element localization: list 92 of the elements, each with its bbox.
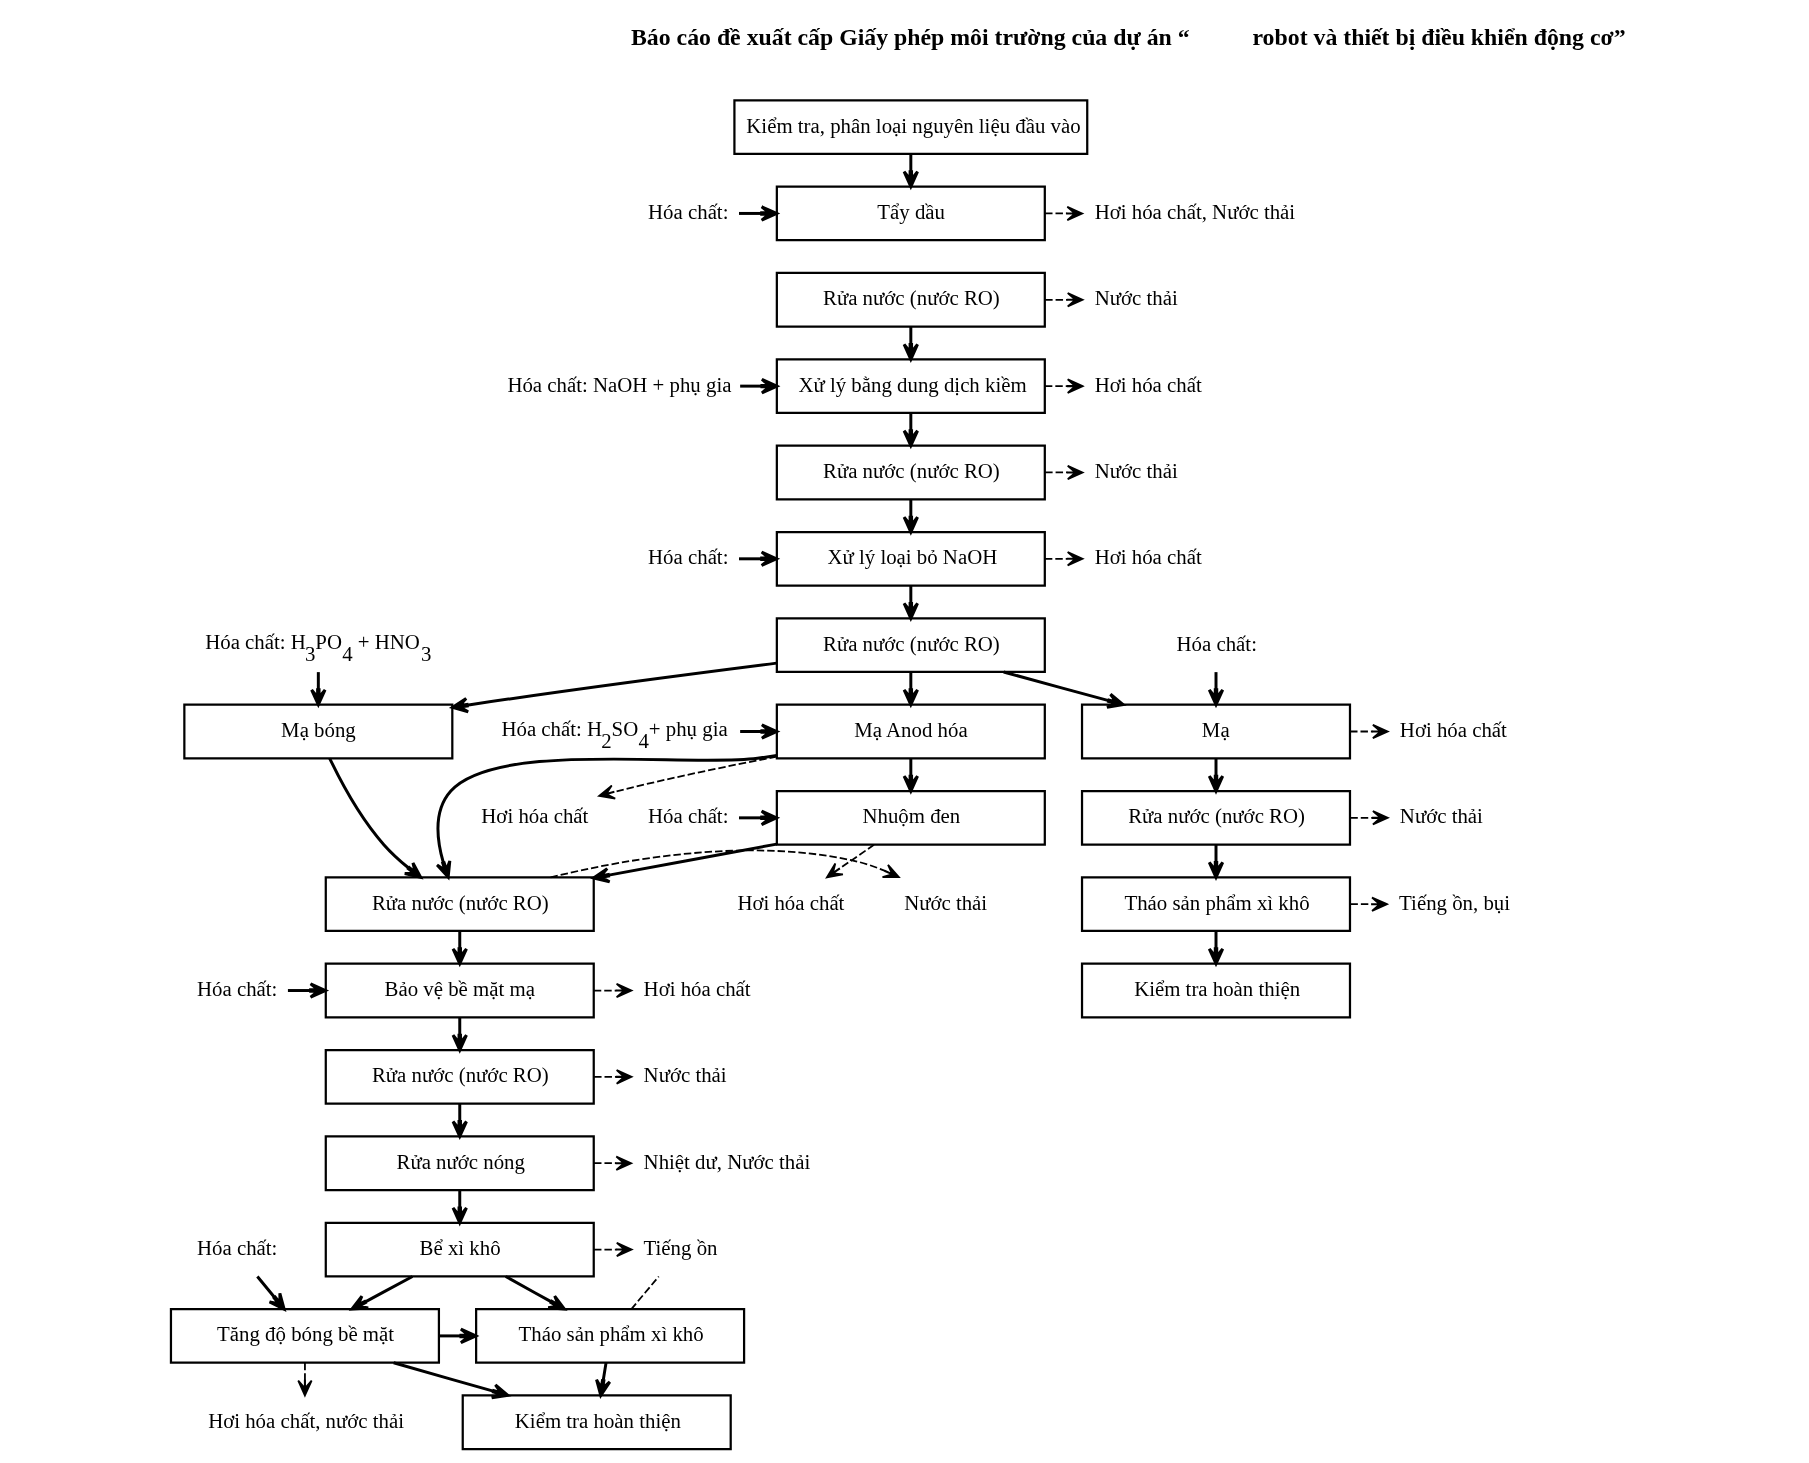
node-text: Hơi hóa chất bbox=[643, 977, 751, 1002]
node-text: Hơi hóa chất bbox=[737, 890, 845, 915]
label: robot và thiết bị điều khiển động cơ” bbox=[1252, 23, 1626, 50]
node-box: Nhuộm đen bbox=[775, 789, 1046, 846]
arrow bbox=[435, 754, 777, 879]
arrow bbox=[393, 1361, 510, 1400]
node-box: Bảo vệ bề mặt mạ bbox=[324, 962, 595, 1019]
node-text: Hơi hóa chất bbox=[481, 804, 589, 829]
node-box: Kiểm tra hoàn thiện bbox=[461, 1394, 732, 1451]
arrow bbox=[504, 1275, 566, 1311]
arrow bbox=[739, 550, 779, 567]
node-box: Tháo sản phẩm xì khô bbox=[1080, 876, 1352, 933]
node-text: Hơi hóa chất, nước thải bbox=[208, 1408, 405, 1433]
node-box: Tẩy dầu bbox=[775, 185, 1046, 242]
node-text: Tiếng ồn, bụi bbox=[1399, 890, 1511, 915]
arrow bbox=[451, 1017, 468, 1052]
node-box: Tăng độ bóng bề mặt bbox=[169, 1308, 441, 1364]
arrow bbox=[1044, 551, 1084, 567]
arrow bbox=[350, 1275, 414, 1311]
arrow bbox=[902, 326, 919, 361]
node-box: Mạ Anod hóa bbox=[775, 703, 1046, 760]
arrow bbox=[595, 1362, 612, 1397]
node-text: Hóa chất: bbox=[648, 804, 729, 829]
node-text: Hóa chất: bbox=[197, 977, 278, 1002]
arrow bbox=[549, 849, 900, 879]
arrow bbox=[1044, 205, 1084, 222]
arrow bbox=[902, 585, 919, 620]
arrow bbox=[1044, 378, 1084, 394]
arrow bbox=[902, 154, 919, 189]
node-box: Rửa nước (nước RO) bbox=[775, 617, 1046, 674]
node-box: Mạ bóng bbox=[183, 703, 454, 760]
arrow bbox=[592, 842, 777, 884]
node-box: Tháo sản phẩm xì khô bbox=[475, 1308, 746, 1364]
arrow bbox=[1349, 810, 1389, 826]
arrow bbox=[902, 672, 919, 707]
arrow bbox=[310, 672, 327, 707]
arrow bbox=[593, 1241, 633, 1258]
arrow bbox=[825, 843, 875, 879]
arrow bbox=[451, 1190, 468, 1225]
node-box: Kiểm tra, phân loại nguyên liệu đầu vào bbox=[733, 99, 1089, 155]
arrow bbox=[451, 1103, 468, 1138]
arrow bbox=[439, 1327, 478, 1345]
arrow bbox=[593, 1069, 633, 1085]
node-box: Rửa nước (nước RO) bbox=[775, 444, 1046, 501]
arrow bbox=[902, 499, 919, 534]
arrow bbox=[450, 661, 777, 714]
arrow bbox=[1349, 896, 1388, 912]
node-text: Tiếng ồn bbox=[643, 1236, 718, 1261]
arrow bbox=[902, 413, 919, 448]
node-text: Hơi hóa chất bbox=[1399, 718, 1507, 743]
node-text: Hóa chất: bbox=[1176, 631, 1257, 656]
arrow bbox=[256, 1275, 286, 1311]
arrow bbox=[902, 758, 919, 793]
arrow bbox=[1044, 292, 1084, 308]
node-box: Xử lý loại bỏ NaOH bbox=[775, 530, 1046, 587]
node-text: Hơi hóa chất, Nước thải bbox=[1094, 199, 1296, 224]
arrow bbox=[328, 757, 423, 879]
label: Báo cáo đề xuất cấp Giấy phép môi trường của dự án “ bbox=[630, 23, 1190, 50]
node-box: Rửa nước (nước RO) bbox=[324, 1048, 595, 1105]
node-text: Nước thải bbox=[1094, 458, 1178, 483]
node-text: Nhiệt dư, Nước thải bbox=[643, 1149, 811, 1174]
node-text: Hơi hóa chất bbox=[1094, 372, 1202, 397]
arrow bbox=[739, 205, 779, 222]
node-text: Hóa chất: NaOH + phụ gia bbox=[507, 372, 732, 397]
node-text: Hơi hóa chất bbox=[1094, 545, 1202, 570]
node-box: Rửa nước (nước RO) bbox=[775, 271, 1046, 328]
node-text: Hóa chất: bbox=[648, 545, 729, 570]
arrow bbox=[739, 809, 779, 827]
arrow bbox=[451, 931, 468, 966]
node-box: Xử lý bằng dung dịch kiềm bbox=[775, 358, 1046, 415]
node-text: Nước thải bbox=[643, 1063, 727, 1088]
connector bbox=[630, 1275, 660, 1310]
arrow bbox=[1349, 723, 1389, 740]
arrow bbox=[287, 982, 327, 999]
node-text: Nước thải bbox=[1399, 804, 1483, 829]
arrow bbox=[740, 377, 779, 395]
node-box: Kiểm tra hoàn thiện bbox=[1080, 962, 1352, 1019]
node-box: Rửa nước nóng bbox=[324, 1135, 595, 1192]
arrow bbox=[297, 1361, 313, 1397]
node-box: Mạ bbox=[1080, 703, 1352, 760]
node-text: Hóa chất: bbox=[648, 199, 729, 224]
node-box: Rửa nước (nước RO) bbox=[1080, 789, 1352, 846]
node-box: Rửa nước (nước RO) bbox=[324, 876, 595, 933]
node-text: Hóa chất: bbox=[197, 1236, 278, 1261]
arrow bbox=[598, 755, 778, 800]
arrow bbox=[592, 982, 633, 999]
node-text: Nước thải bbox=[1094, 286, 1178, 311]
arrow bbox=[1044, 464, 1084, 481]
arrow bbox=[740, 723, 779, 740]
node-box: Bể xì khô bbox=[324, 1221, 595, 1278]
arrow bbox=[593, 1155, 633, 1171]
node-text: Nước thải bbox=[904, 890, 988, 915]
